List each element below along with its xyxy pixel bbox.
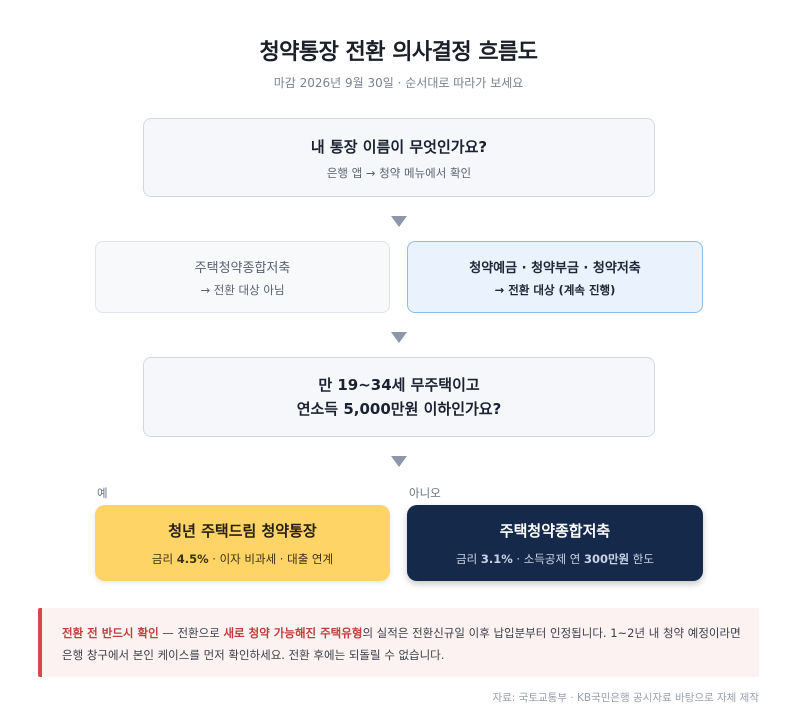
branch-no-label: 아니오 <box>409 486 441 500</box>
step1-hint: 은행 앱 → 청약 메뉴에서 확인 <box>326 165 472 180</box>
result-no-detail: 금리 3.1% · 소득공제 연 300만원 한도 <box>456 551 654 567</box>
not-target-note: → 전환 대상 아님 <box>200 282 285 297</box>
result-no-box: 주택청약종합저축 금리 3.1% · 소득공제 연 300만원 한도 <box>407 505 703 581</box>
target-name: 청약예금 · 청약부금 · 청약저축 <box>469 260 641 276</box>
result-no-title: 주택청약종합저축 <box>499 521 611 540</box>
result-no-deduction: · 소득공제 연 <box>512 551 584 566</box>
warning-callout: 전환 전 반드시 확인 — 전환으로 새로 청약 가능해진 주택유형의 실적은 … <box>38 608 759 677</box>
source-note: 자료: 국토교통부 · KB국민은행 공시자료 바탕으로 자체 제작 <box>492 692 759 704</box>
result-no-amount: 300만원 <box>583 551 630 566</box>
result-no-limit: 한도 <box>629 551 654 566</box>
target-box: 청약예금 · 청약부금 · 청약저축 → 전환 대상 (계속 진행) <box>407 241 703 313</box>
result-yes-rate-prefix: 금리 <box>151 551 177 566</box>
result-yes-title: 청년 주택드림 청약통장 <box>168 521 317 540</box>
warning-text-2: 의 실적은 전환신규일 이후 납입분부터 인정됩니다. 1~2년 내 청약 예정… <box>62 626 741 662</box>
flow-arrow-2-icon <box>391 332 407 343</box>
branch-yes-label: 예 <box>97 486 108 500</box>
result-no-rate: 3.1% <box>480 551 513 566</box>
step1-question: 내 통장 이름이 무엇인가요? <box>310 137 488 156</box>
page-subtitle: 마감 2026년 9월 30일 · 순서대로 따라가 보세요 <box>273 76 524 90</box>
result-yes-benefits: · 이자 비과세 · 대출 연계 <box>208 551 334 566</box>
target-note: → 전환 대상 (계속 진행) <box>494 282 616 297</box>
step3-question-box: 만 19~34세 무주택이고 연소득 5,000만원 이하인가요? <box>143 357 655 437</box>
not-target-name: 주택청약종합저축 <box>194 260 291 276</box>
result-yes-box: 청년 주택드림 청약통장 금리 4.5% · 이자 비과세 · 대출 연계 <box>95 505 390 581</box>
step3-question-line1: 만 19~34세 무주택이고 <box>318 376 480 394</box>
flow-arrow-1-icon <box>391 216 407 227</box>
page-title: 청약통장 전환 의사결정 흐름도 <box>259 40 538 65</box>
flow-arrow-3-icon <box>391 456 407 467</box>
result-yes-rate: 4.5% <box>176 551 209 566</box>
warning-emphasis: 새로 청약 가능해진 주택유형 <box>223 626 363 640</box>
step3-question-line2: 연소득 5,000만원 이하인가요? <box>296 400 502 418</box>
warning-text-1: — 전환으로 <box>158 626 224 640</box>
warning-lead: 전환 전 반드시 확인 <box>62 626 159 640</box>
result-yes-detail: 금리 4.5% · 이자 비과세 · 대출 연계 <box>152 551 333 567</box>
step1-question-box: 내 통장 이름이 무엇인가요? 은행 앱 → 청약 메뉴에서 확인 <box>143 118 655 197</box>
result-no-rate-prefix: 금리 <box>456 551 481 566</box>
not-target-box: 주택청약종합저축 → 전환 대상 아님 <box>95 241 390 313</box>
